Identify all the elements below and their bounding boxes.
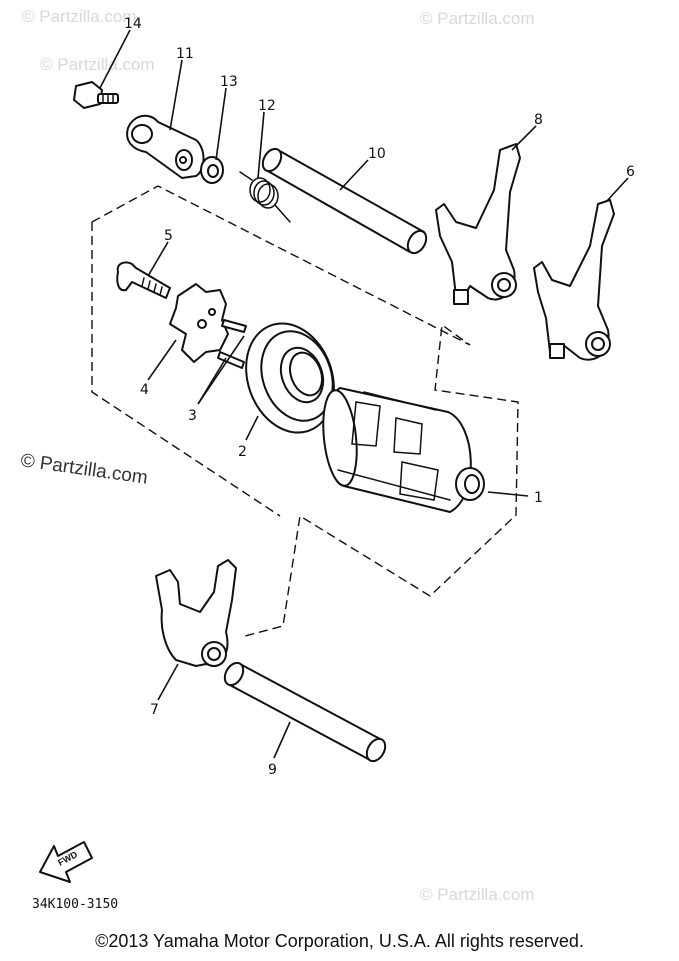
shift-fork-part-7 — [155, 559, 237, 667]
pins-part-3 — [217, 319, 247, 369]
callout-11: 11 — [176, 46, 194, 62]
shaft-part-10 — [261, 147, 428, 255]
callout-10: 10 — [368, 146, 386, 162]
callout-2: 2 — [238, 444, 247, 460]
callout-12: 12 — [258, 98, 276, 114]
bolt-part-14 — [73, 81, 119, 109]
fwd-arrow-icon: FWD — [39, 841, 93, 883]
callout-3: 3 — [188, 408, 197, 424]
callout-1: 1 — [534, 490, 543, 506]
watermark-upper-left: © Partzilla.com — [40, 55, 155, 74]
leader-lines — [99, 29, 629, 759]
screw-part-5 — [116, 261, 171, 299]
callout-4: 4 — [140, 382, 149, 398]
shift-fork-part-8 — [435, 143, 521, 305]
diagram-code: 34K100-3150 — [32, 897, 118, 912]
shaft-part-9 — [223, 661, 387, 763]
callout-13: 13 — [220, 74, 238, 90]
bearing-part-2 — [245, 322, 335, 434]
shift-drum-part-1 — [322, 387, 485, 513]
callout-14: 14 — [124, 16, 142, 32]
callout-9: 9 — [268, 762, 277, 778]
callout-5: 5 — [164, 228, 173, 244]
washer-part-13 — [200, 156, 224, 184]
watermark-top-right: © Partzilla.com — [420, 9, 535, 28]
watermark-mid-left: © Partzilla.com — [19, 450, 149, 489]
copyright-notice: ©2013 Yamaha Motor Corporation, U.S.A. A… — [95, 931, 584, 951]
shift-fork-part-6 — [533, 199, 615, 361]
spring-part-12 — [239, 171, 291, 223]
assembly-outline — [91, 185, 519, 637]
callout-6: 6 — [626, 164, 635, 180]
watermark-bottom-right: © Partzilla.com — [420, 885, 535, 904]
watermark-top-left: © Partzilla.com — [22, 7, 137, 26]
assembly-outline-left — [91, 222, 281, 517]
callout-8: 8 — [534, 112, 543, 128]
callout-7: 7 — [150, 702, 159, 718]
shift-lever-part-11 — [126, 114, 205, 179]
segment-part-4 — [169, 283, 229, 363]
